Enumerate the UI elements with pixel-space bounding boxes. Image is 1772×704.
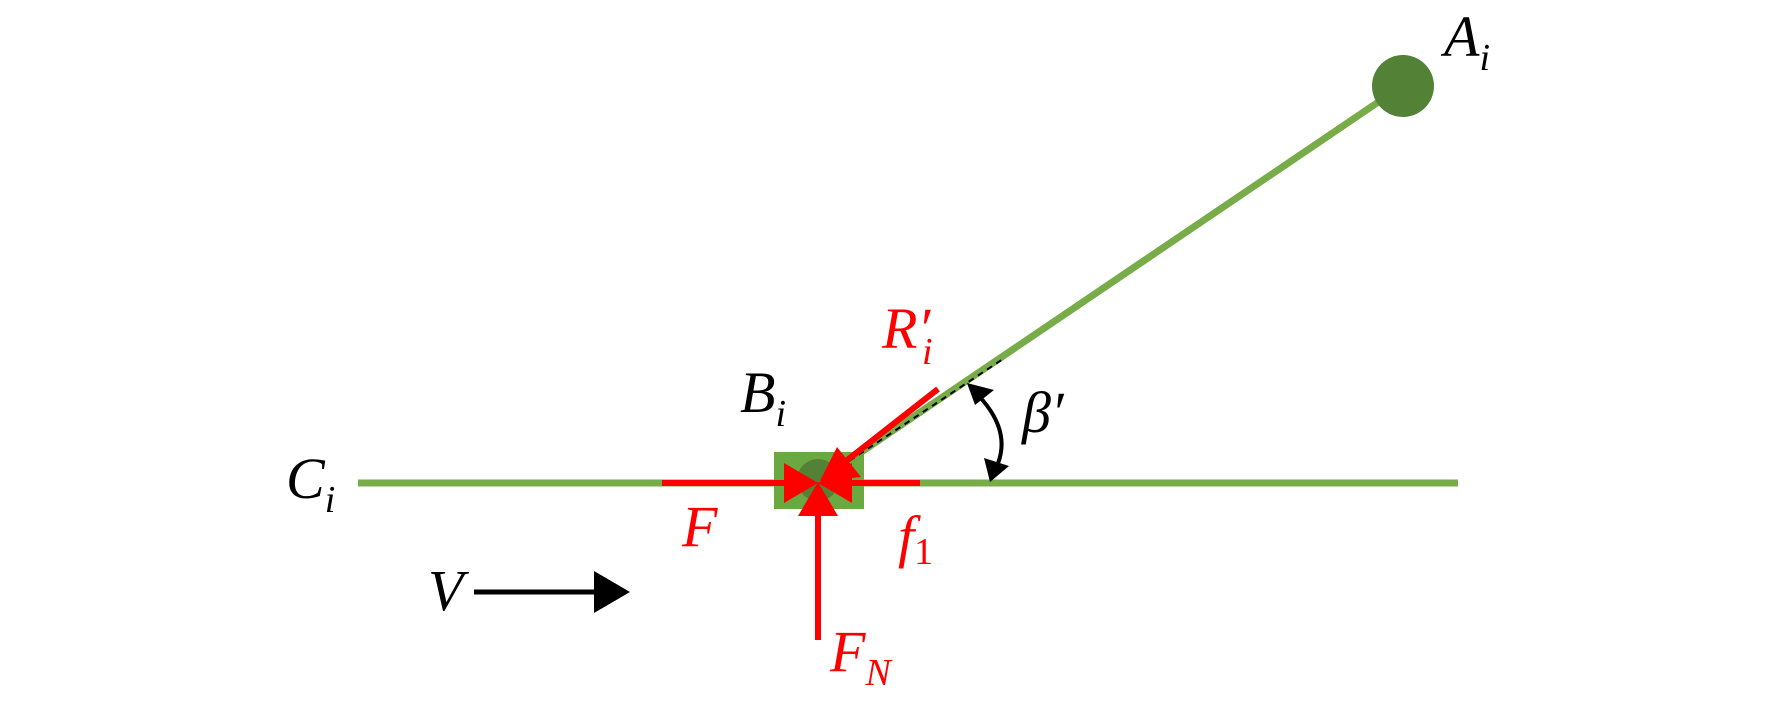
beta-arc-arrowhead-bottom bbox=[984, 458, 1009, 482]
force-r-arrowhead bbox=[820, 447, 861, 481]
label-f1: f1 bbox=[898, 504, 933, 573]
force-fn-arrowhead bbox=[798, 482, 838, 516]
label-v: V bbox=[428, 558, 470, 623]
label-f: F bbox=[681, 494, 718, 559]
joint-a bbox=[1372, 55, 1434, 117]
force-r-line bbox=[844, 386, 940, 464]
label-fn: FN bbox=[829, 619, 893, 694]
beta-angle-arc bbox=[972, 389, 1004, 469]
beta-arc-arrowhead-top bbox=[967, 383, 994, 405]
inclined-rod bbox=[818, 83, 1404, 483]
velocity-arrowhead bbox=[594, 571, 630, 613]
label-r: R′ bbox=[881, 296, 931, 361]
label-r-sub: i bbox=[922, 331, 933, 373]
force-f-arrowhead bbox=[784, 463, 818, 503]
label-b: Bi bbox=[740, 360, 786, 435]
label-a: Ai bbox=[1440, 4, 1490, 79]
label-beta: β′ bbox=[1021, 380, 1065, 445]
label-c: Ci bbox=[286, 446, 335, 521]
